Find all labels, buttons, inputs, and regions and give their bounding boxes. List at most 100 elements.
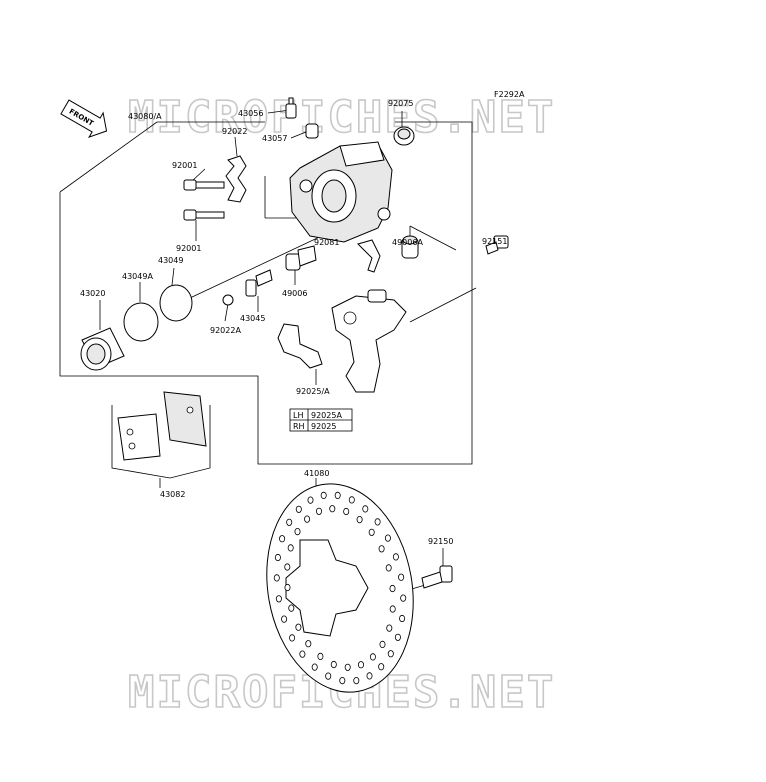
disc-hole xyxy=(311,663,318,671)
disc-hole xyxy=(385,564,392,572)
boot-49006 xyxy=(285,245,317,271)
bleeder-cap xyxy=(305,123,319,139)
caliper-bracket xyxy=(331,289,407,393)
disc-hole xyxy=(399,614,406,623)
brake-pads xyxy=(117,391,207,461)
disc-hole xyxy=(320,491,327,499)
disc-bolt-92150 xyxy=(421,565,453,589)
caliper-body xyxy=(289,141,393,243)
diagram-code: F2292A xyxy=(494,90,525,99)
label-43045: 43045 xyxy=(240,314,265,323)
disc-hole xyxy=(384,534,391,542)
disc-hole xyxy=(374,518,381,526)
disc-hole xyxy=(369,653,376,661)
label-92150: 92150 xyxy=(428,537,453,546)
disc-hole xyxy=(356,515,363,524)
disc-hole xyxy=(366,672,373,680)
disc-hole xyxy=(295,623,302,631)
table-side-rh: RH xyxy=(293,422,305,431)
disc-hole xyxy=(315,507,322,515)
pad-spring-92081 xyxy=(357,239,381,273)
bracket-bolt-92151 xyxy=(485,235,509,255)
disc-hole xyxy=(362,505,369,513)
disc-hole xyxy=(378,663,385,671)
label-43020: 43020 xyxy=(80,289,105,298)
label-43082: 43082 xyxy=(160,490,185,499)
label-92001-lower: 92001 xyxy=(176,244,201,253)
dust-seal-43049a xyxy=(123,302,159,342)
label-43049: 43049 xyxy=(158,256,183,265)
disc-hole xyxy=(273,574,280,582)
label-92025: 92025/A xyxy=(296,387,330,396)
disc-vent-holes xyxy=(273,491,407,685)
piston-43020 xyxy=(80,327,125,371)
table-part-lh: 92025A xyxy=(311,411,342,420)
label-43080: 43080/A xyxy=(128,112,162,121)
disc-hole xyxy=(389,584,396,593)
disc-hole xyxy=(343,507,350,516)
disc-hole xyxy=(339,676,346,685)
disc-hole xyxy=(394,633,401,641)
disc-hole xyxy=(284,563,291,571)
label-49006a: 49006A xyxy=(392,238,423,247)
label-92151: 92151 xyxy=(482,237,507,246)
table-part-rh: 92025 xyxy=(311,422,336,431)
disc-hole xyxy=(305,640,312,648)
circlip-92022a xyxy=(222,294,234,306)
disc-hole xyxy=(330,660,337,669)
disc-hole xyxy=(289,634,296,642)
disc-hole xyxy=(392,553,399,561)
disc-hole xyxy=(357,661,364,669)
disc-hole xyxy=(317,652,324,661)
pad-spring-plate xyxy=(225,155,247,203)
disc-hole xyxy=(286,518,293,526)
disc-hole xyxy=(307,496,314,504)
label-92022a: 92022A xyxy=(210,326,241,335)
disc-hole xyxy=(398,573,405,581)
disc-hole xyxy=(389,605,396,613)
disc-hole xyxy=(294,527,301,536)
disc-hole xyxy=(299,650,306,658)
pads-outline xyxy=(111,405,211,479)
disc-hole xyxy=(275,595,282,603)
caliper-assembly-outline xyxy=(59,121,473,465)
label-92022: 92022 xyxy=(222,127,247,136)
disc-hole xyxy=(386,624,393,632)
disc-hole xyxy=(348,496,355,504)
label-92075: 92075 xyxy=(388,99,413,108)
disc-hole xyxy=(378,545,385,553)
label-92081: 92081 xyxy=(314,238,339,247)
mounting-plate-92025 xyxy=(277,323,323,369)
disc-hole xyxy=(325,672,332,680)
disc-hole xyxy=(304,515,311,523)
disc-hole xyxy=(287,544,294,552)
disc-hole xyxy=(281,615,288,623)
disc-hole xyxy=(387,650,394,658)
caliper-bolt-upper xyxy=(183,179,225,191)
label-43056: 43056 xyxy=(238,109,263,118)
slide-pin-43045 xyxy=(245,269,273,297)
label-43049a: 43049A xyxy=(122,272,153,281)
sleeve-92075 xyxy=(393,126,415,146)
disc-hole xyxy=(284,583,291,592)
brake-disc xyxy=(266,483,414,693)
disc-hole xyxy=(400,594,407,602)
disc-hole xyxy=(344,663,351,671)
disc-hole xyxy=(288,604,295,612)
disc-hole xyxy=(295,505,302,513)
boot-49006a xyxy=(401,235,419,259)
disc-hole xyxy=(379,640,386,649)
table-side-lh: LH xyxy=(293,411,303,420)
disc-hole xyxy=(279,535,286,543)
caliper-bolt-lower xyxy=(183,209,225,221)
disc-hole xyxy=(368,528,375,536)
piston-seal-43049 xyxy=(159,284,193,322)
label-43057: 43057 xyxy=(262,134,287,143)
label-41080: 41080 xyxy=(304,469,329,478)
label-49006: 49006 xyxy=(282,289,307,298)
disc-hole xyxy=(353,676,360,685)
bleeder-valve xyxy=(285,97,297,119)
watermark-top: MICROFICHES.NET xyxy=(128,92,555,143)
front-arrow-icon: FRONT xyxy=(60,99,108,139)
